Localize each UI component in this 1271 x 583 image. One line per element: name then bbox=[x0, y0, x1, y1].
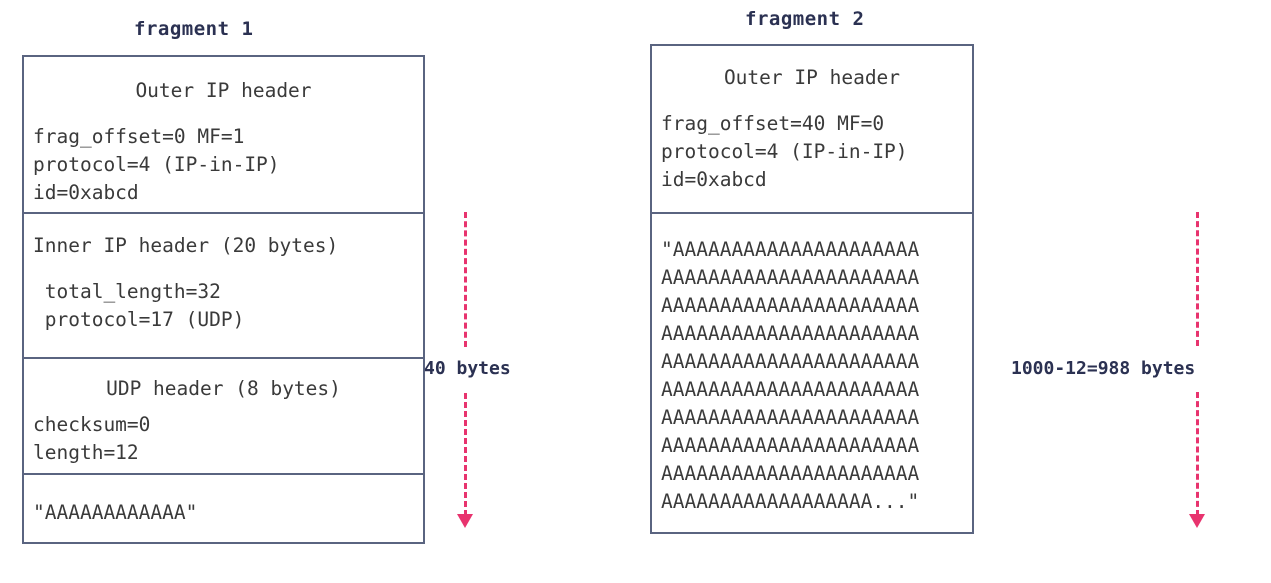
fragment-1-udp-checksum-line: checksum=0 bbox=[33, 413, 151, 436]
fragment-1-inner-ip-header-heading: Inner IP header (20 bytes) bbox=[33, 234, 339, 257]
fragment-2-title: fragment 2 bbox=[745, 8, 865, 30]
fragment-1-inner-total-length-line: total_length=32 bbox=[33, 280, 221, 303]
fragment-2-payload-line-6: AAAAAAAAAAAAAAAAAAAAAA bbox=[661, 378, 920, 401]
fragment-2-measure-arrowhead-icon bbox=[1189, 514, 1205, 528]
fragment-1-payload-section: "AAAAAAAAAAAA" bbox=[24, 473, 423, 542]
fragment-1-outer-protocol-line: protocol=4 (IP-in-IP) bbox=[33, 153, 280, 176]
fragment-1-udp-header-section: UDP header (8 bytes) checksum=0 length=1… bbox=[24, 357, 423, 473]
fragment-1-outer-id-line: id=0xabcd bbox=[33, 181, 139, 204]
fragment-2-payload-line-8: AAAAAAAAAAAAAAAAAAAAAA bbox=[661, 434, 920, 457]
fragment-1-inner-ip-header-section: Inner IP header (20 bytes) total_length=… bbox=[24, 212, 423, 357]
fragment-1-udp-header-heading: UDP header (8 bytes) bbox=[106, 377, 341, 400]
fragment-2-measure-line-top bbox=[1196, 212, 1199, 346]
fragment-2-payload-line-1: "AAAAAAAAAAAAAAAAAAAAA bbox=[661, 238, 920, 261]
fragment-2-outer-ip-header-section: Outer IP header frag_offset=40 MF=0 prot… bbox=[652, 46, 972, 212]
fragment-2-payload-line-4: AAAAAAAAAAAAAAAAAAAAAA bbox=[661, 322, 920, 345]
fragment-2-outer-frag-offset-line: frag_offset=40 MF=0 bbox=[661, 112, 885, 135]
fragment-1-outer-ip-header-heading: Outer IP header bbox=[135, 79, 312, 102]
fragment-1-outer-ip-header-section: Outer IP header frag_offset=0 MF=1 proto… bbox=[24, 57, 423, 212]
fragment-2-outer-id-line: id=0xabcd bbox=[661, 168, 767, 191]
fragment-1-payload-line: "AAAAAAAAAAAA" bbox=[33, 501, 198, 524]
fragment-2-packet-box: Outer IP header frag_offset=40 MF=0 prot… bbox=[650, 44, 974, 534]
fragment-2-payload-section: "AAAAAAAAAAAAAAAAAAAAA AAAAAAAAAAAAAAAAA… bbox=[652, 212, 972, 532]
fragment-1-udp-length-line: length=12 bbox=[33, 441, 139, 464]
fragment-1-outer-frag-offset-line: frag_offset=0 MF=1 bbox=[33, 125, 245, 148]
fragment-1-measure-line-bottom bbox=[464, 393, 467, 516]
fragment-2-payload-line-7: AAAAAAAAAAAAAAAAAAAAAA bbox=[661, 406, 920, 429]
fragment-2-measure-line-bottom bbox=[1196, 392, 1199, 516]
fragment-1-packet-box: Outer IP header frag_offset=0 MF=1 proto… bbox=[22, 55, 425, 544]
fragment-1-measure-arrowhead-icon bbox=[457, 514, 473, 528]
fragment-2-payload-line-2: AAAAAAAAAAAAAAAAAAAAAA bbox=[661, 266, 920, 289]
fragment-2-payload-line-3: AAAAAAAAAAAAAAAAAAAAAA bbox=[661, 294, 920, 317]
fragment-2-payload-line-10: AAAAAAAAAAAAAAAAAA..." bbox=[661, 490, 920, 513]
fragment-2-payload-line-9: AAAAAAAAAAAAAAAAAAAAAA bbox=[661, 462, 920, 485]
fragment-1-title: fragment 1 bbox=[134, 18, 254, 40]
fragment-2-outer-ip-header-heading: Outer IP header bbox=[723, 66, 901, 89]
fragment-2-payload-line-5: AAAAAAAAAAAAAAAAAAAAAA bbox=[661, 350, 920, 373]
fragment-1-inner-protocol-line: protocol=17 (UDP) bbox=[33, 308, 245, 331]
fragment-2-size-label: 1000-12=988 bytes bbox=[1011, 358, 1196, 379]
fragment-2-outer-protocol-line: protocol=4 (IP-in-IP) bbox=[661, 140, 908, 163]
fragment-1-size-label: 40 bytes bbox=[424, 358, 511, 379]
fragment-1-measure-line-top bbox=[464, 212, 467, 347]
